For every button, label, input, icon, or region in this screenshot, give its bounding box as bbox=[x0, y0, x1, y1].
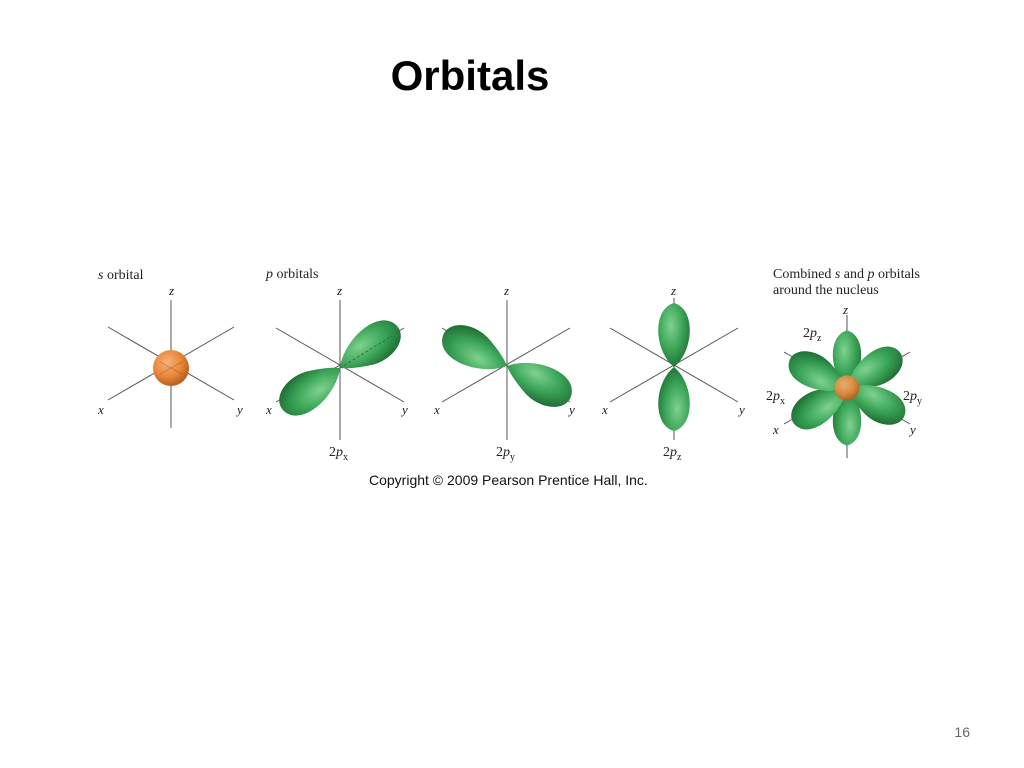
p-orbitals-label: p orbitals bbox=[266, 267, 319, 282]
combined-2px-label: 2px bbox=[766, 389, 785, 407]
z-axis-label: z bbox=[843, 302, 849, 317]
x-axis-label: x bbox=[602, 402, 608, 417]
y-axis-label: y bbox=[237, 402, 243, 417]
2px-lobe-upper bbox=[328, 312, 409, 383]
2pz-lobe-bottom bbox=[658, 367, 690, 431]
x-axis-label: x bbox=[98, 402, 104, 417]
2pz-lobe-top bbox=[658, 303, 690, 367]
combined-orbitals-label: Combined s and p orbitals around the nuc… bbox=[773, 267, 921, 298]
2px-label: 2px bbox=[329, 445, 348, 463]
page-title: Orbitals bbox=[390, 52, 550, 99]
x-axis-label: x bbox=[434, 402, 440, 417]
2pz-orbital-panel bbox=[609, 298, 739, 440]
y-axis-label: y bbox=[569, 402, 575, 417]
combined-s-orbital bbox=[834, 375, 860, 401]
z-axis-label: z bbox=[671, 283, 677, 298]
z-axis-label: z bbox=[337, 283, 343, 298]
copyright-notice: Copyright © 2009 Pearson Prentice Hall, … bbox=[369, 472, 648, 488]
y-axis-label: y bbox=[910, 422, 916, 437]
2pz-label: 2pz bbox=[663, 445, 682, 463]
combined-orbitals-panel bbox=[782, 315, 912, 458]
z-axis-label: z bbox=[504, 283, 510, 298]
2py-lobe-right bbox=[498, 347, 579, 416]
x-axis-label: x bbox=[266, 402, 272, 417]
y-axis-label: y bbox=[739, 402, 745, 417]
s-orbital-label: s orbital bbox=[98, 268, 144, 283]
y-axis-label: y bbox=[402, 402, 408, 417]
combined-2py-label: 2py bbox=[903, 389, 922, 407]
s-orbital-panel bbox=[107, 300, 235, 428]
z-axis-label: z bbox=[169, 283, 175, 298]
2py-lobe-left bbox=[435, 316, 516, 385]
combined-2pz-label: 2pz bbox=[803, 326, 822, 344]
2px-orbital-panel bbox=[271, 300, 409, 440]
page-number: 16 bbox=[954, 724, 970, 740]
x-axis-label: x bbox=[773, 422, 779, 437]
2py-label: 2py bbox=[496, 445, 515, 463]
2py-orbital-panel bbox=[435, 300, 579, 440]
